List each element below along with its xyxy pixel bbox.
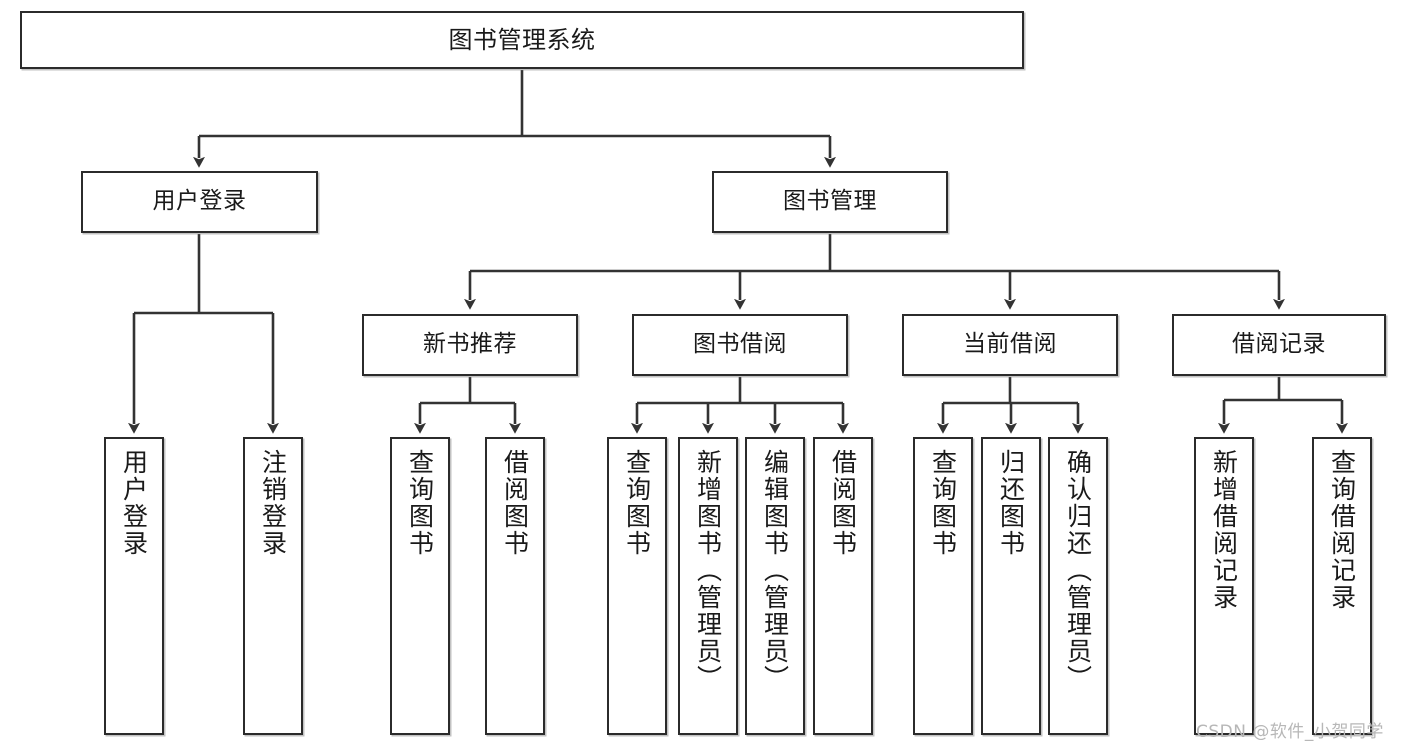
node-root[interactable]: 图书管理系统 [20, 11, 1024, 69]
node-new-book-recommend-label: 新书推荐 [423, 331, 517, 358]
leaf-confirm-return[interactable]: 确认归还（管理员） [1048, 437, 1108, 735]
leaf-logout[interactable]: 注销登录 [243, 437, 303, 735]
leaf-query-book-3-label: 查询图书 [928, 449, 958, 557]
leaf-borrow-book-1-label: 借阅图书 [500, 449, 530, 557]
node-book-borrow[interactable]: 图书借阅 [632, 314, 848, 376]
leaf-borrow-book-1[interactable]: 借阅图书 [485, 437, 545, 735]
leaf-add-record[interactable]: 新增借阅记录 [1194, 437, 1254, 735]
node-borrow-record[interactable]: 借阅记录 [1172, 314, 1386, 376]
node-new-book-recommend[interactable]: 新书推荐 [362, 314, 578, 376]
node-current-borrow-label: 当前借阅 [963, 331, 1057, 358]
node-root-label: 图书管理系统 [448, 25, 596, 54]
node-book-borrow-label: 图书借阅 [693, 331, 787, 358]
leaf-user-login-label: 用户登录 [119, 449, 149, 557]
node-user-login-label: 用户登录 [152, 188, 247, 215]
csdn-watermark: CSDN @软件_小贺同学 [1196, 722, 1384, 742]
leaf-edit-book[interactable]: 编辑图书（管理员） [745, 437, 805, 735]
leaf-user-login[interactable]: 用户登录 [104, 437, 164, 735]
leaf-confirm-return-label: 确认归还（管理员） [1063, 449, 1093, 692]
leaf-logout-label: 注销登录 [258, 449, 288, 557]
leaf-return-book-label: 归还图书 [996, 449, 1026, 557]
node-borrow-record-label: 借阅记录 [1232, 331, 1326, 358]
node-book-management-label: 图书管理 [783, 188, 877, 215]
leaf-borrow-book-2-label: 借阅图书 [828, 449, 858, 557]
leaf-query-book-1-label: 查询图书 [405, 449, 435, 557]
leaf-query-record[interactable]: 查询借阅记录 [1312, 437, 1372, 735]
node-book-management[interactable]: 图书管理 [712, 171, 948, 233]
leaf-add-record-label: 新增借阅记录 [1209, 449, 1239, 611]
leaf-query-book-1[interactable]: 查询图书 [390, 437, 450, 735]
leaf-add-book[interactable]: 新增图书（管理员） [678, 437, 738, 735]
leaf-query-record-label: 查询借阅记录 [1327, 449, 1357, 611]
leaf-add-book-label: 新增图书（管理员） [693, 449, 723, 692]
leaf-query-book-3[interactable]: 查询图书 [913, 437, 973, 735]
node-current-borrow[interactable]: 当前借阅 [902, 314, 1118, 376]
leaf-edit-book-label: 编辑图书（管理员） [760, 449, 790, 692]
leaf-query-book-2-label: 查询图书 [622, 449, 652, 557]
node-user-login[interactable]: 用户登录 [81, 171, 318, 233]
leaf-query-book-2[interactable]: 查询图书 [607, 437, 667, 735]
leaf-borrow-book-2[interactable]: 借阅图书 [813, 437, 873, 735]
leaf-return-book[interactable]: 归还图书 [981, 437, 1041, 735]
